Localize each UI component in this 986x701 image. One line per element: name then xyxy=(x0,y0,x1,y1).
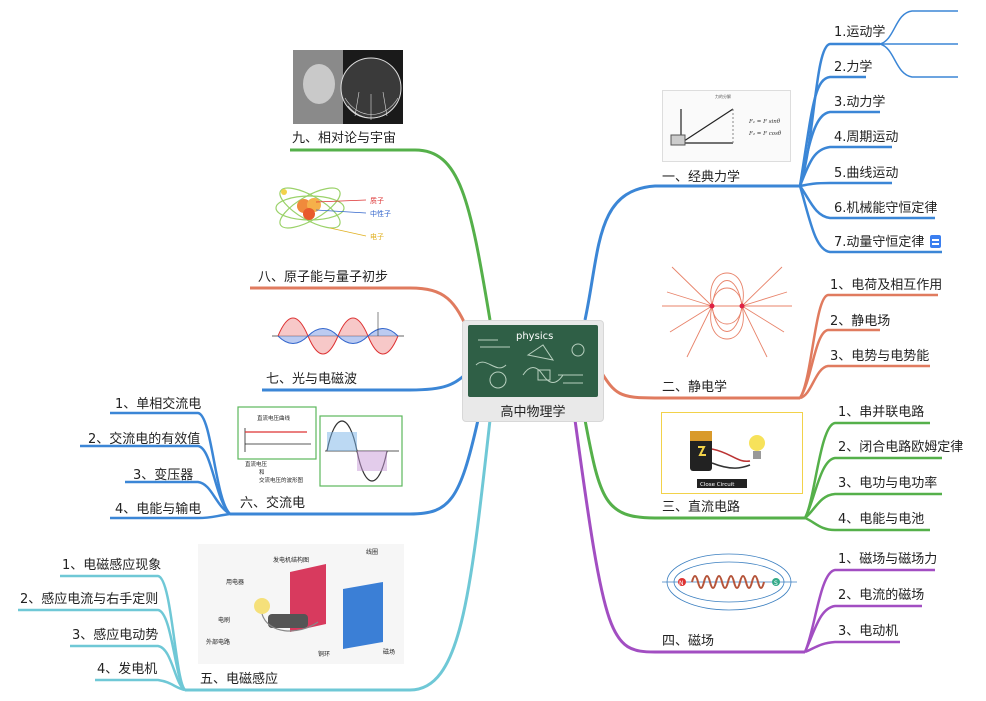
branch-3-item-2[interactable]: 2、闭合电路欧姆定律 xyxy=(838,440,964,455)
branch-1-item-7[interactable]: 7.动量守恒定律 xyxy=(834,235,942,251)
branch-5-connectors xyxy=(18,419,492,692)
svg-text:交流电压的波形图: 交流电压的波形图 xyxy=(259,476,304,484)
svg-text:直流电压: 直流电压 xyxy=(245,460,268,468)
atom-model-image: 质子 中性子 电子 xyxy=(270,172,405,244)
branch-3-title[interactable]: 三、直流电路 xyxy=(662,500,741,515)
generator-structure-image: 发电机结构图 线圈 用电器 电刷 外部电路 铜环 磁场 xyxy=(198,544,404,664)
branch-6-item-1[interactable]: 1、单相交流电 xyxy=(115,397,202,412)
central-topic[interactable]: physics 高中物理学 xyxy=(462,320,604,422)
svg-text:F₁ = F sinθ: F₁ = F sinθ xyxy=(748,119,781,125)
branch-9-connectors xyxy=(290,148,492,321)
branch-1-item-1[interactable]: 1.运动学 xyxy=(834,25,886,40)
branch-5-item-1[interactable]: 1、电磁感应现象 xyxy=(62,558,162,573)
branch-3-item-1[interactable]: 1、串并联电路 xyxy=(838,405,925,420)
svg-text:线圈: 线圈 xyxy=(366,548,378,556)
solenoid-magnetic-field-image: N S xyxy=(662,550,797,620)
em-wave-image xyxy=(268,302,408,366)
svg-text:N: N xyxy=(679,580,684,587)
branch-6-item-2[interactable]: 2、交流电的有效值 xyxy=(88,432,201,447)
svg-text:磁场: 磁场 xyxy=(383,648,395,656)
physics-chalkboard-image: physics xyxy=(468,325,598,397)
central-topic-label: 高中物理学 xyxy=(500,405,566,420)
svg-text:铜环: 铜环 xyxy=(318,650,330,658)
branch-1-item-2[interactable]: 2.力学 xyxy=(834,60,873,75)
branch-9-title[interactable]: 九、相对论与宇宙 xyxy=(292,131,397,146)
branch-1-item-3[interactable]: 3.动力学 xyxy=(834,95,886,110)
branch-1-item-5[interactable]: 5.曲线运动 xyxy=(834,166,899,181)
close-circuit-image: Close Circuit xyxy=(661,412,803,494)
svg-text:直流电压曲线: 直流电压曲线 xyxy=(257,414,291,422)
svg-text:质子: 质子 xyxy=(370,196,384,205)
force-decomposition-image: 力的分解 F₁ = F sinθ F₂ = F cosθ xyxy=(662,90,791,162)
branch-3-item-3[interactable]: 3、电功与电功率 xyxy=(838,476,938,491)
branch-5-item-3[interactable]: 3、感应电动势 xyxy=(72,628,159,643)
branch-5-title[interactable]: 五、电磁感应 xyxy=(200,672,279,687)
branch-3-connectors xyxy=(583,419,942,532)
branch-1-item-6[interactable]: 6.机械能守恒定律 xyxy=(834,201,938,216)
branch-5-item-2[interactable]: 2、感应电流与右手定则 xyxy=(20,592,159,607)
svg-text:电子: 电子 xyxy=(370,232,384,241)
ac-waveform-image: 直流电压曲线 直流电压 和 交流电压的波形图 xyxy=(237,406,405,488)
branch-3-item-4[interactable]: 4、电能与电池 xyxy=(838,512,925,527)
branch-4-item-3[interactable]: 3、电动机 xyxy=(838,624,899,639)
branch-6-item-4[interactable]: 4、电能与输电 xyxy=(115,502,202,517)
branch-6-title[interactable]: 六、交流电 xyxy=(240,496,306,511)
svg-text:S: S xyxy=(774,580,778,587)
branch-4-connectors xyxy=(573,419,935,654)
electric-field-lines-image xyxy=(662,262,792,362)
branch-2-item-1[interactable]: 1、电荷及相互作用 xyxy=(830,278,943,293)
branch-2-item-3[interactable]: 3、电势与电势能 xyxy=(830,349,930,364)
branch-4-item-2[interactable]: 2、电流的磁场 xyxy=(838,588,925,603)
svg-text:中性子: 中性子 xyxy=(370,209,391,218)
svg-text:Close Circuit: Close Circuit xyxy=(700,482,735,488)
svg-text:力的分解: 力的分解 xyxy=(715,93,731,99)
branch-6-item-3[interactable]: 3、变压器 xyxy=(133,468,194,483)
branch-5-item-4[interactable]: 4、发电机 xyxy=(97,662,158,677)
branch-2-item-2[interactable]: 2、静电场 xyxy=(830,314,891,329)
branch-6-connectors xyxy=(80,411,480,520)
branch-2-title[interactable]: 二、静电学 xyxy=(662,380,728,395)
branch-4-title[interactable]: 四、磁场 xyxy=(662,634,715,649)
branch-8-title[interactable]: 八、原子能与量子初步 xyxy=(258,270,389,285)
svg-text:F₂ = F cosθ: F₂ = F cosθ xyxy=(748,131,782,137)
branch-1-title[interactable]: 一、经典力学 xyxy=(662,170,741,185)
branch-2-connectors xyxy=(598,293,938,400)
einstein-spacetime-image xyxy=(293,50,403,124)
svg-text:用电器: 用电器 xyxy=(226,578,244,586)
svg-text:和: 和 xyxy=(259,468,265,476)
branch-1-connectors xyxy=(583,10,958,321)
svg-text:发电机结构图: 发电机结构图 xyxy=(273,556,309,564)
branch-4-item-1[interactable]: 1、磁场与磁场力 xyxy=(838,552,938,567)
note-icon[interactable] xyxy=(930,235,942,248)
branch-7-title[interactable]: 七、光与电磁波 xyxy=(266,372,358,387)
branch-1-item-7-label: 7.动量守恒定律 xyxy=(834,235,925,250)
branch-1-item-4[interactable]: 4.周期运动 xyxy=(834,130,899,145)
center-image-text: physics xyxy=(516,331,553,342)
svg-text:外部电路: 外部电路 xyxy=(206,638,230,646)
svg-text:电刷: 电刷 xyxy=(218,616,230,624)
